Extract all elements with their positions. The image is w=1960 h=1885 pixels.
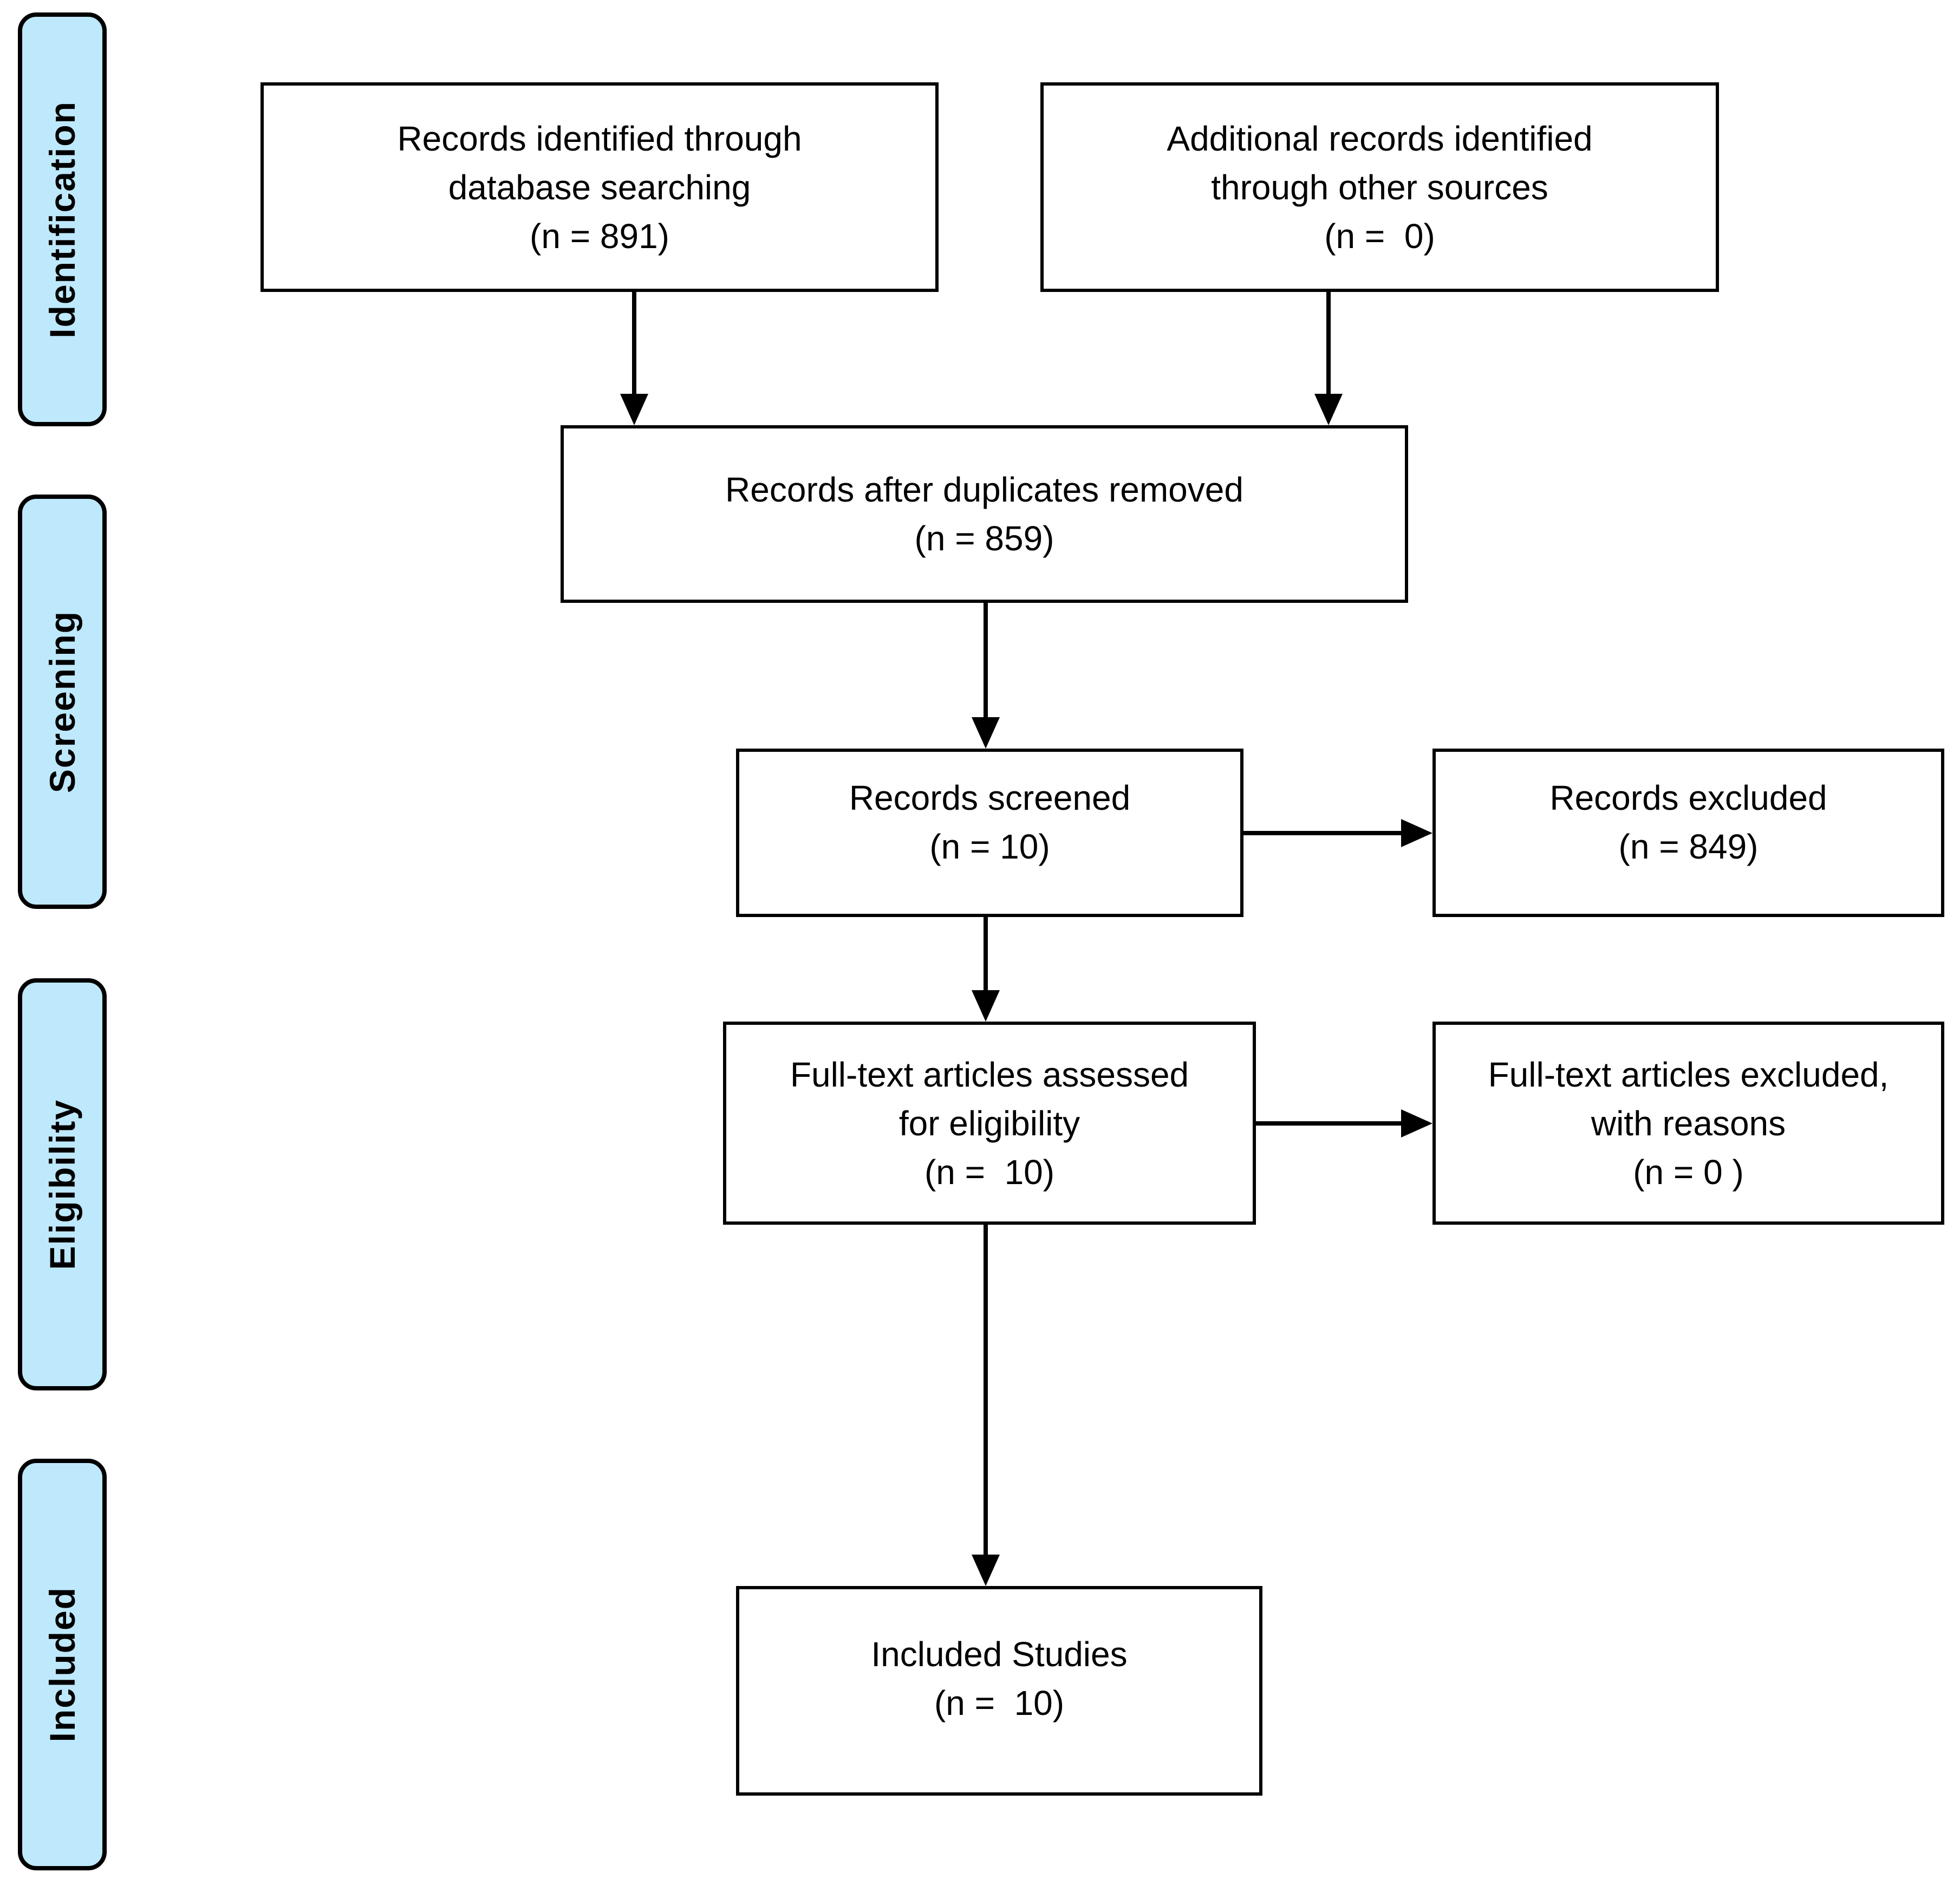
- flow-box-records-after-duplicates: Records after duplicates removed (n = 859…: [561, 425, 1408, 603]
- box-text-line: Records after duplicates removed: [725, 470, 1243, 509]
- flow-box-additional-records: Additional records identified through oth…: [1040, 82, 1719, 292]
- flow-box-fulltext-assessed: Full-text articles assessed for eligibili…: [723, 1022, 1256, 1225]
- arrowhead-down-icon: [972, 1555, 1000, 1586]
- box-text-line: Additional records identified: [1167, 119, 1593, 158]
- box-text-line: database searching: [448, 167, 751, 207]
- arrowhead-right-icon: [1401, 819, 1432, 847]
- arrow-records-screened-to-records-excluded: [1243, 831, 1401, 835]
- arrow-records-screened-to-fulltext-assessed: [984, 917, 988, 990]
- box-text-line: (n = 0 ): [1633, 1152, 1744, 1192]
- arrowhead-down-icon: [1314, 394, 1343, 425]
- box-text-line: (n = 849): [1618, 827, 1759, 866]
- box-text-line: (n = 859): [914, 519, 1054, 558]
- flow-box-records-identified: Records identified through database searc…: [261, 82, 939, 292]
- box-text-line: (n = 891): [530, 216, 669, 256]
- box-text-line: Full-text articles excluded,: [1488, 1055, 1889, 1094]
- arrowhead-down-icon: [972, 990, 1000, 1022]
- stage-label-eligibility: Eligibility: [18, 978, 107, 1390]
- box-text-line: with reasons: [1591, 1103, 1786, 1143]
- arrow-after-duplicates-to-records-screened: [984, 603, 988, 717]
- arrowhead-right-icon: [1401, 1109, 1432, 1138]
- stage-label-screening: Screening: [18, 495, 107, 909]
- box-text-line: (n = 0): [1324, 216, 1435, 256]
- box-text-line: Full-text articles assessed: [790, 1055, 1189, 1094]
- arrow-records-identified-to-after-duplicates: [632, 292, 636, 394]
- stage-label-included: Included: [18, 1459, 107, 1870]
- arrow-fulltext-assessed-to-included-studies: [984, 1225, 988, 1555]
- box-text-line: (n = 10): [929, 827, 1050, 866]
- flow-box-records-screened: Records screened (n = 10): [736, 749, 1243, 917]
- arrowhead-down-icon: [620, 394, 648, 425]
- box-text-line: Included Studies: [871, 1635, 1128, 1674]
- flow-box-included-studies: Included Studies (n = 10): [736, 1586, 1262, 1796]
- box-text-line: Records screened: [849, 778, 1131, 817]
- box-text-line: (n = 10): [924, 1152, 1055, 1192]
- stage-label-identification: Identification: [18, 12, 107, 426]
- box-text-line: Records excluded: [1549, 778, 1827, 817]
- box-text-line: through other sources: [1211, 167, 1548, 207]
- arrow-fulltext-assessed-to-fulltext-excluded: [1256, 1121, 1401, 1126]
- box-text-line: for eligibility: [898, 1103, 1080, 1143]
- box-text-line: (n = 10): [934, 1683, 1065, 1722]
- flow-box-records-excluded: Records excluded (n = 849): [1432, 749, 1944, 917]
- box-text-line: Records identified through: [397, 119, 802, 158]
- stage-label-eligibility-text: Eligibility: [42, 1098, 82, 1270]
- stage-label-included-text: Included: [42, 1587, 82, 1743]
- stage-label-screening-text: Screening: [42, 610, 82, 794]
- stage-label-identification-text: Identification: [42, 100, 82, 339]
- arrowhead-down-icon: [972, 717, 1000, 749]
- arrow-additional-records-to-after-duplicates: [1326, 292, 1331, 394]
- flow-box-fulltext-excluded: Full-text articles excluded, with reasons…: [1432, 1022, 1944, 1225]
